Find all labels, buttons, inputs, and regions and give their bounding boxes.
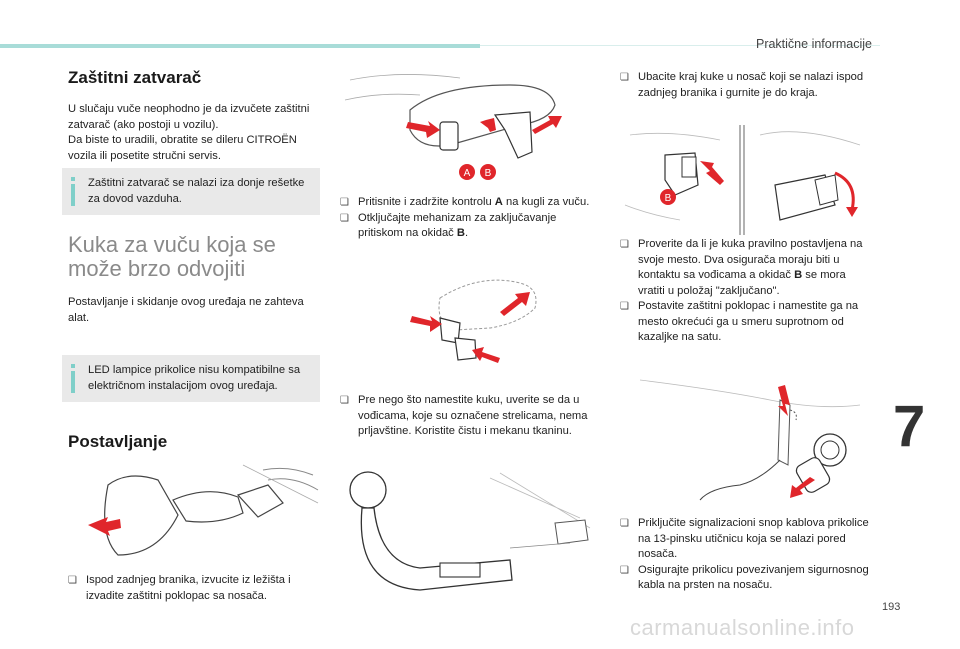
note-grille: Zaštitni zatvarač se nalazi iza donje re… xyxy=(62,168,320,215)
page-number: 193 xyxy=(882,601,901,613)
step-refit-cover-text: Postavite zaštitni poklopac i namestite … xyxy=(638,300,859,343)
step-secure-cable: ❏ Osigurajte prikolicu povezivanjem sigu… xyxy=(620,563,870,594)
step-press-a-bold: A xyxy=(494,196,503,208)
bullet-icon: ❏ xyxy=(620,239,629,250)
info-icon xyxy=(71,364,75,394)
bullet-icon: ❏ xyxy=(340,395,349,406)
section-title: Praktične informacije xyxy=(755,37,872,51)
middle-steps-1: ❏ Pritisnite i zadržite kontrolu A na ku… xyxy=(340,195,590,242)
bullet-icon: ❏ xyxy=(620,301,629,312)
bullet-icon: ❏ xyxy=(340,197,349,208)
step-secure-cable-text: Osigurajte prikolicu povezivanjem sigurn… xyxy=(638,563,869,592)
note-grille-text: Zaštitni zatvarač se nalazi iza donje re… xyxy=(88,177,305,205)
step-press-a: ❏ Pritisnite i zadržite kontrolu A na ku… xyxy=(340,195,590,211)
step-connect-socket-text: Priključite signalizacioni snop kablova … xyxy=(638,517,869,560)
note-led: LED lampice prikolice nisu kompatibilne … xyxy=(62,355,320,402)
bullet-icon: ❏ xyxy=(620,564,629,576)
chapter-number: 7 xyxy=(893,394,926,459)
step-remove-cover-text: Ispod zadnjeg branika, izvucite iz ležiš… xyxy=(86,574,291,602)
paragraph-towing: U slučaju vuče neophodno je da izvučete … xyxy=(68,103,310,131)
step-verify-hook: ❏ Proverite da li je kuka pravilno posta… xyxy=(620,237,870,299)
figure-hitch-controls: A B xyxy=(344,74,562,180)
step-unlock-b-bold: B xyxy=(456,227,465,239)
heading-kuka-line2: može brzo odvojiti xyxy=(68,256,246,281)
step-clean-guides: ❏ Pre nego što namestite kuku, uverite s… xyxy=(340,393,608,440)
step-verify-hook-text1: Proverite da li je kuka pravilno postavl… xyxy=(638,238,863,281)
header-rule xyxy=(480,45,880,46)
label-a: A xyxy=(464,168,471,179)
step-insert-hook-text: Ubacite kraj kuke u nosač koji se nalazi… xyxy=(638,71,864,99)
left-column: Zaštitni zatvarač U slučaju vuče neophod… xyxy=(68,68,320,164)
figure-guide-check xyxy=(410,279,537,363)
bullet-icon: ❏ xyxy=(68,575,77,586)
header-accent-bar xyxy=(0,44,480,48)
bullet-icon: ❏ xyxy=(620,72,629,83)
right-steps-2: ❏ Proverite da li je kuka pravilno posta… xyxy=(620,237,870,346)
step-remove-cover: ❏ Ispod zadnjeg branika, izvucite iz lež… xyxy=(68,573,326,604)
step-unlock-b-text2: . xyxy=(464,227,469,239)
heading-postavljanje: Postavljanje xyxy=(68,432,168,451)
bullet-icon: ❏ xyxy=(620,518,629,529)
step-press-a-text1: Pritisnite i zadržite kontrolu xyxy=(358,196,495,208)
left-column-2: Kuka za vuču koja se može brzo odvojiti … xyxy=(68,233,320,326)
figure-hook-installed: B xyxy=(624,125,861,235)
step-refit-cover: ❏ Postavite zaštitni poklopac i namestit… xyxy=(620,299,870,346)
figure-towbar xyxy=(349,471,591,591)
note-led-text: LED lampice prikolice nisu kompatibilne … xyxy=(88,364,301,392)
label-b: B xyxy=(485,168,492,179)
step-unlock-b: ❏ Otključajte mehanizam za zaključavanje… xyxy=(340,211,590,242)
bullet-icon: ❏ xyxy=(340,212,349,224)
heading-zastitni-zatvarac: Zaštitni zatvarač xyxy=(68,68,202,87)
paragraph-dealer: Da biste to uradili, obratite se dileru … xyxy=(68,134,297,162)
paragraph-no-tools: Postavljanje i skidanje ovog uređaja ne … xyxy=(68,296,304,324)
step-insert-hook: ❏ Ubacite kraj kuke u nosač koji se nala… xyxy=(620,70,888,101)
label-b-right: B xyxy=(665,193,672,204)
watermark: carmanualsonline.info xyxy=(630,615,855,640)
step-unlock-b-text1: Otključajte mehanizam za zaključavanje p… xyxy=(358,211,557,240)
step-press-a-text2: na kugli za vuču. xyxy=(502,196,590,208)
info-icon xyxy=(71,177,75,207)
heading-kuka-line1: Kuka za vuču koja se xyxy=(68,232,276,257)
figure-cover-removal xyxy=(88,464,319,556)
step-clean-guides-text: Pre nego što namestite kuku, uverite se … xyxy=(358,394,588,437)
step-connect-socket: ❏ Priključite signalizacioni snop kablov… xyxy=(620,516,870,563)
step-verify-hook-bold: B xyxy=(794,269,803,281)
figure-socket-connection xyxy=(640,379,861,501)
step-verify-hook-text2: se mora vratiti u položaj "zaključano". xyxy=(638,269,846,297)
right-steps-3: ❏ Priključite signalizacioni snop kablov… xyxy=(620,516,870,594)
